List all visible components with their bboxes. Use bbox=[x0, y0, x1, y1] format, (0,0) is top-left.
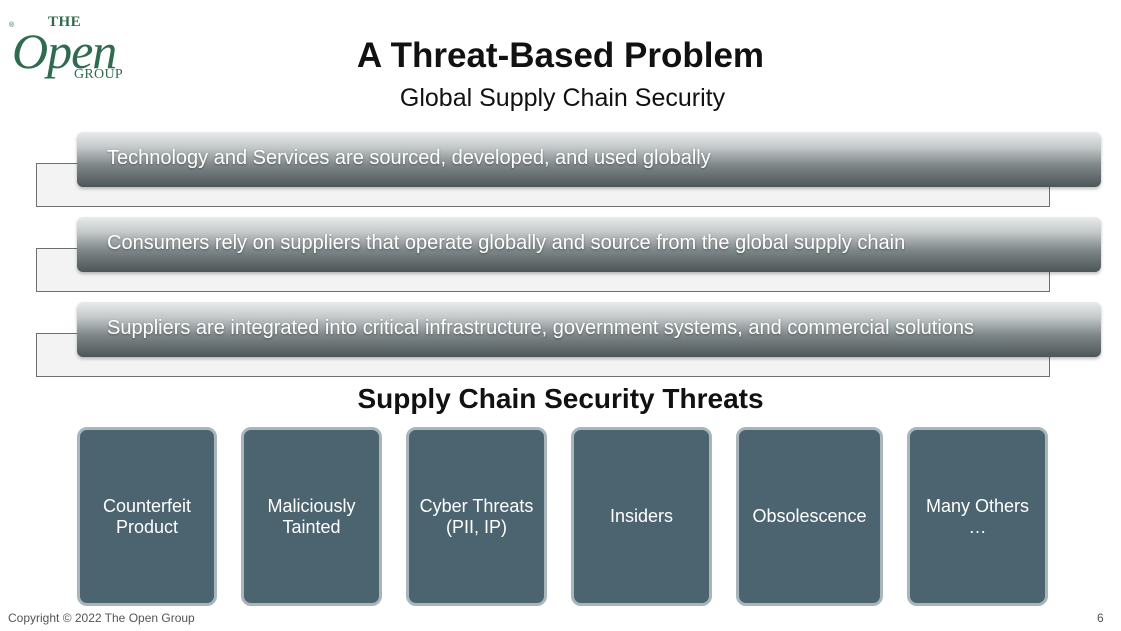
statement-bar-3: Suppliers are integrated into critical i… bbox=[77, 302, 1101, 357]
copyright-footer: Copyright © 2022 The Open Group bbox=[8, 611, 195, 625]
slide-subtitle: Global Supply Chain Security bbox=[399, 84, 726, 112]
threat-label: Many Others … bbox=[925, 495, 1030, 537]
threat-label: Counterfeit Product bbox=[102, 495, 192, 537]
threat-box-insiders: Insiders bbox=[571, 427, 712, 606]
page-number: 6 bbox=[1097, 611, 1104, 625]
threat-box-counterfeit: Counterfeit Product bbox=[77, 427, 217, 606]
logo-group: GROUP bbox=[74, 67, 123, 82]
threat-box-cyber-threats: Cyber Threats (PII, IP) bbox=[406, 427, 547, 606]
open-group-logo: ® THE Open GROUP bbox=[4, 10, 144, 90]
threat-label: Cyber Threats (PII, IP) bbox=[419, 495, 534, 537]
threat-box-many-others: Many Others … bbox=[907, 427, 1048, 606]
threat-label: Insiders bbox=[609, 506, 674, 526]
statement-bar-1: Technology and Services are sourced, dev… bbox=[77, 132, 1101, 187]
logo-open: Open bbox=[12, 23, 117, 79]
threat-label: Maliciously Tainted bbox=[267, 495, 356, 537]
registered-mark: ® bbox=[9, 22, 15, 29]
slide-title: A Threat-Based Problem bbox=[356, 36, 765, 75]
statement-bar-2: Consumers rely on suppliers that operate… bbox=[77, 217, 1101, 272]
threat-box-maliciously-tainted: Maliciously Tainted bbox=[241, 427, 382, 606]
threat-box-obsolescence: Obsolescence bbox=[736, 427, 883, 606]
logo-the: THE bbox=[48, 14, 82, 30]
threat-label: Obsolescence bbox=[752, 506, 867, 526]
threats-heading: Supply Chain Security Threats bbox=[357, 383, 764, 414]
